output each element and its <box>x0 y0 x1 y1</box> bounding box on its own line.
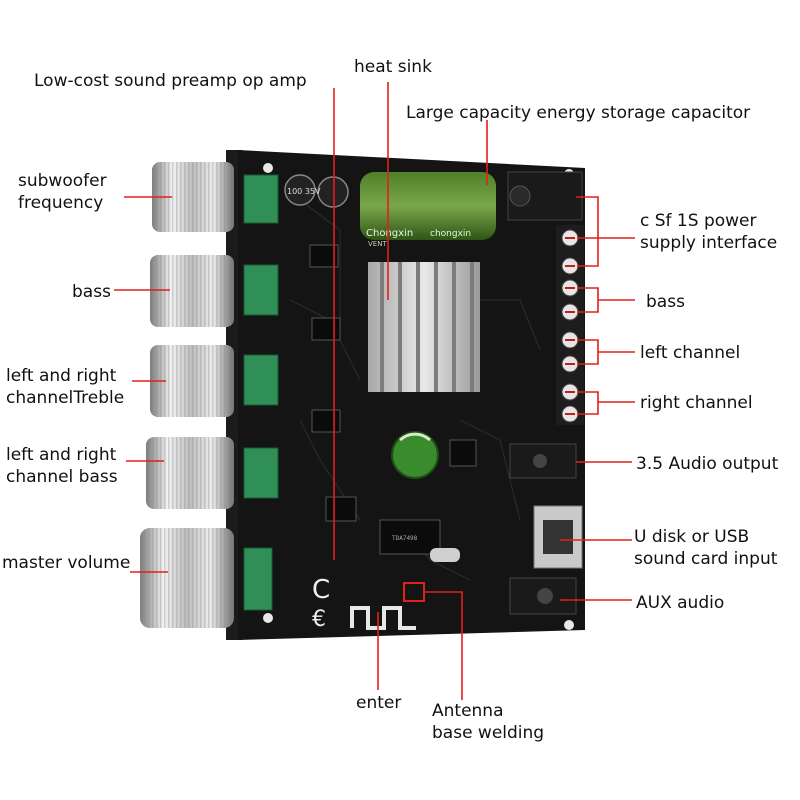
regulator <box>449 439 477 467</box>
label-master-volume: master volume <box>2 553 131 573</box>
opamp-1 <box>309 244 339 268</box>
label-subwoofer-line2: frequency <box>18 193 104 213</box>
pot-master <box>243 547 273 611</box>
label-preamp: Low-cost sound preamp op amp <box>34 71 307 91</box>
knob-subwoofer <box>152 162 234 232</box>
label-power-line2: supply interface <box>640 233 778 253</box>
label-aux: AUX audio <box>636 593 725 613</box>
opamp-2 <box>311 317 341 341</box>
knob-lr-bass <box>146 437 234 509</box>
label-heat-sink: heat sink <box>354 57 432 77</box>
ce-mark: C <box>312 575 330 605</box>
label-antenna-line1: Antenna <box>432 701 504 721</box>
label-usb-line1: U disk or USB <box>634 527 750 547</box>
label-power-line1: c Sf 1S power <box>640 211 757 231</box>
small-cap-2 <box>317 176 349 208</box>
small-cap-1 <box>284 174 316 206</box>
capacitor-brand-text: Chongxin <box>366 228 413 239</box>
crystal-oscillator <box>430 548 460 562</box>
pot-bass <box>243 264 279 316</box>
knob-master <box>140 528 234 628</box>
green-round-capacitor <box>391 431 439 479</box>
storage-capacitor: Chongxin chongxin VENT <box>360 172 496 248</box>
label-lr-bass-line1: left and right <box>6 445 117 465</box>
opamp-4 <box>325 496 357 522</box>
label-left-channel: left channel <box>640 343 741 363</box>
screw-terminals <box>556 225 584 425</box>
chip-label: TDA7498 <box>392 535 418 542</box>
knob-bass <box>150 255 234 327</box>
label-bass-left: bass <box>72 282 111 302</box>
heat-sink <box>368 262 480 392</box>
label-capacitor: Large capacity energy storage capacitor <box>406 103 751 123</box>
label-subwoofer-line1: subwoofer <box>18 171 107 191</box>
label-treble-line1: left and right <box>6 366 117 386</box>
label-treble-line2: channelTreble <box>6 388 125 408</box>
opamp-3 <box>311 409 341 433</box>
label-antenna: Antenna base welding <box>432 700 544 744</box>
pointer-lines <box>114 82 635 700</box>
label-lr-bass: left and right channel bass <box>6 444 118 488</box>
label-enter: enter <box>356 693 402 713</box>
label-lr-bass-line2: channel bass <box>6 467 118 487</box>
pot-lr-bass <box>243 447 279 499</box>
label-power: c Sf 1S power supply interface <box>640 210 777 254</box>
label-antenna-line2: base welding <box>432 723 545 743</box>
antenna-trace <box>350 606 416 630</box>
capacitor-vent-text: VENT <box>368 240 387 248</box>
pot-subwoofer <box>243 174 279 224</box>
label-usb: U disk or USB sound card input <box>634 526 777 570</box>
label-treble: left and right channelTreble <box>6 365 124 409</box>
label-subwoofer: subwoofer frequency <box>18 170 107 214</box>
capacitor-brand-text-2: chongxin <box>430 229 471 239</box>
main-chip <box>379 519 441 555</box>
small-cap-text: 100 35V <box>287 187 321 196</box>
knob-treble <box>150 345 234 417</box>
ce-mark-2: € <box>312 607 326 632</box>
label-usb-line2: sound card input <box>634 549 778 569</box>
label-right-channel: right channel <box>640 393 753 413</box>
label-bass-right: bass <box>646 292 685 312</box>
pcb-board <box>238 150 585 640</box>
knobs <box>140 162 234 628</box>
label-audio-output: 3.5 Audio output <box>636 454 779 474</box>
pot-treble <box>243 354 279 406</box>
